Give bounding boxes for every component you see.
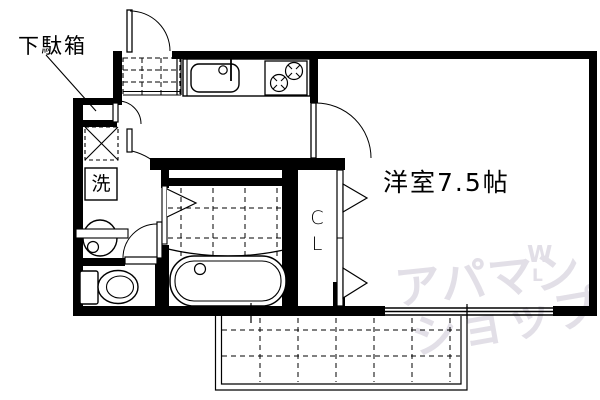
bath-folding-door (161, 185, 198, 245)
doors (112, 9, 372, 307)
main-room-door (310, 102, 372, 159)
burner-icon (284, 61, 304, 81)
balcony (214, 306, 468, 391)
stove (264, 60, 308, 96)
washing-machine-label: 洗 (91, 173, 111, 195)
balcony-outline (214, 306, 468, 391)
watermark-mark-w: W (527, 242, 553, 268)
wall-partition-mark (242, 303, 260, 323)
wall-hall-bottom (150, 158, 345, 170)
balcony-floor-grid (222, 318, 460, 382)
wall-right (589, 51, 597, 316)
faucet-icon (218, 56, 238, 81)
closet-label-c: C (310, 207, 324, 229)
shoe-cabinet-leader-line (45, 54, 97, 112)
closet-label: C L (304, 205, 330, 257)
washing-machine-box (84, 167, 118, 201)
wall-toilet-right (155, 258, 163, 306)
walls (73, 51, 597, 316)
bathtub (169, 255, 287, 307)
wall-shoebox-top (73, 98, 122, 105)
bath-rim-curve (167, 248, 289, 257)
washroom-door (122, 221, 163, 259)
sliding-window (385, 304, 553, 319)
wall-top (172, 51, 597, 59)
wall-kitchen-mainroom (310, 51, 318, 103)
wall-bath-left-stub (161, 170, 169, 188)
wall-bottom-left (73, 306, 385, 316)
drain-icon (193, 262, 207, 276)
wall-left (73, 98, 83, 316)
main-room-label: 洋室7.5帖 (383, 168, 510, 197)
shoe-cabinet-door (112, 100, 142, 125)
watermark-mark-l: L (532, 266, 543, 286)
hall-door (126, 128, 162, 170)
refrigerator-space (84, 126, 119, 161)
wall-bath-left-lower (161, 245, 169, 316)
kitchen-counter (182, 56, 311, 97)
entrance-door (126, 9, 171, 53)
wall-bottom-right (553, 306, 597, 316)
wall-bath-top (168, 178, 288, 186)
bathroom-floor-grid (168, 188, 288, 256)
toilet-door (124, 256, 158, 265)
shoe-cabinet-grid (122, 57, 182, 96)
closet-door (336, 169, 369, 307)
wall-shoebox-bottom (75, 120, 117, 127)
wall-toilet-top (73, 258, 125, 266)
toilet (79, 269, 139, 305)
burner-icon (269, 73, 289, 93)
kitchen-sink (190, 63, 240, 93)
wall-entrance-left-stub (113, 51, 122, 98)
closet-label-l: L (311, 233, 323, 255)
washbasin (75, 219, 129, 257)
shoe-cabinet-label: 下駄箱 (18, 34, 87, 58)
